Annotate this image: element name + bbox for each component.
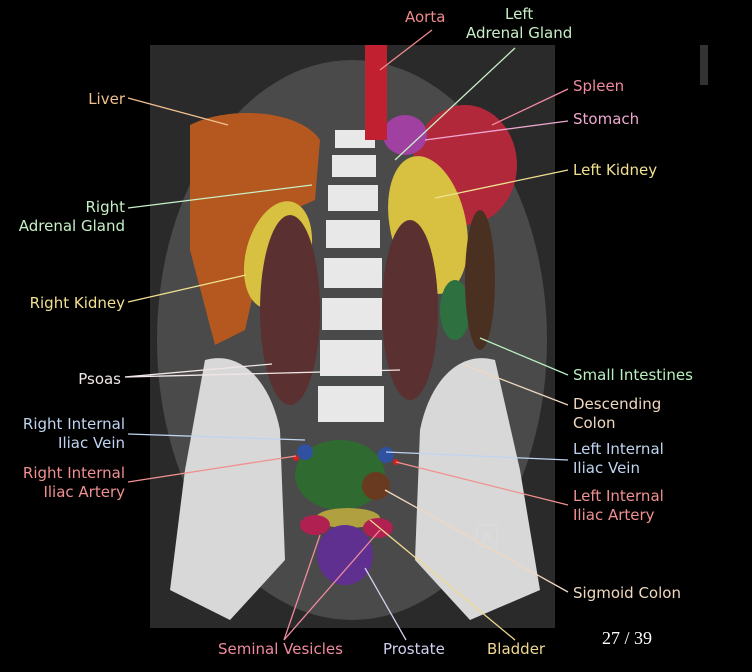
label-right-adrenal-gland: Right Adrenal Gland <box>18 198 125 235</box>
label-left-internal-iliac-vein: Left Internal Iliac Vein <box>573 440 664 477</box>
label-bladder: Bladder <box>487 640 546 658</box>
aorta-region <box>365 45 387 140</box>
spine <box>318 130 384 422</box>
small-intestines-region <box>440 280 470 340</box>
label-prostate: Prostate <box>383 640 445 658</box>
label-left-adrenal-gland: Left Adrenal Gland <box>466 5 573 42</box>
label-sigmoid-colon: Sigmoid Colon <box>573 584 681 602</box>
left-iliac-vein-region <box>378 447 394 463</box>
right-psoas-region <box>260 215 320 405</box>
right-pelvis-bone <box>170 358 285 620</box>
label-small-intestines: Small Intestines <box>573 366 693 384</box>
pelvic-bowel-region <box>295 440 385 510</box>
label-right-internal-iliac-artery: Right Internal Iliac Artery <box>22 464 125 501</box>
label-right-kidney: Right Kidney <box>29 294 125 312</box>
right-iliac-vein-region <box>297 444 313 460</box>
stomach-region <box>383 115 427 155</box>
label-right-internal-iliac-vein: Right Internal Iliac Vein <box>22 415 125 452</box>
label-psoas: Psoas <box>78 370 121 388</box>
slice-counter: 27 / 39 <box>602 628 653 648</box>
label-seminal-vesicles: Seminal Vesicles <box>218 640 343 658</box>
bladder-region <box>316 508 380 528</box>
label-left-internal-iliac-artery: Left Internal Iliac Artery <box>573 487 664 524</box>
left-pelvis-bone <box>415 358 540 620</box>
leader-lines <box>124 29 569 641</box>
label-liver: Liver <box>88 90 125 108</box>
label-spleen: Spleen <box>573 77 625 95</box>
orientation-marker: A <box>482 530 492 546</box>
label-descending-colon: Descending Colon <box>573 395 662 432</box>
label-left-kidney: Left Kidney <box>573 161 658 179</box>
label-aorta: Aorta <box>405 8 446 26</box>
prostate-region <box>317 525 373 585</box>
left-psoas-region <box>382 220 438 400</box>
descending-colon-region <box>465 210 495 350</box>
label-stomach: Stomach <box>573 110 640 128</box>
sigmoid-colon-region <box>362 472 390 500</box>
